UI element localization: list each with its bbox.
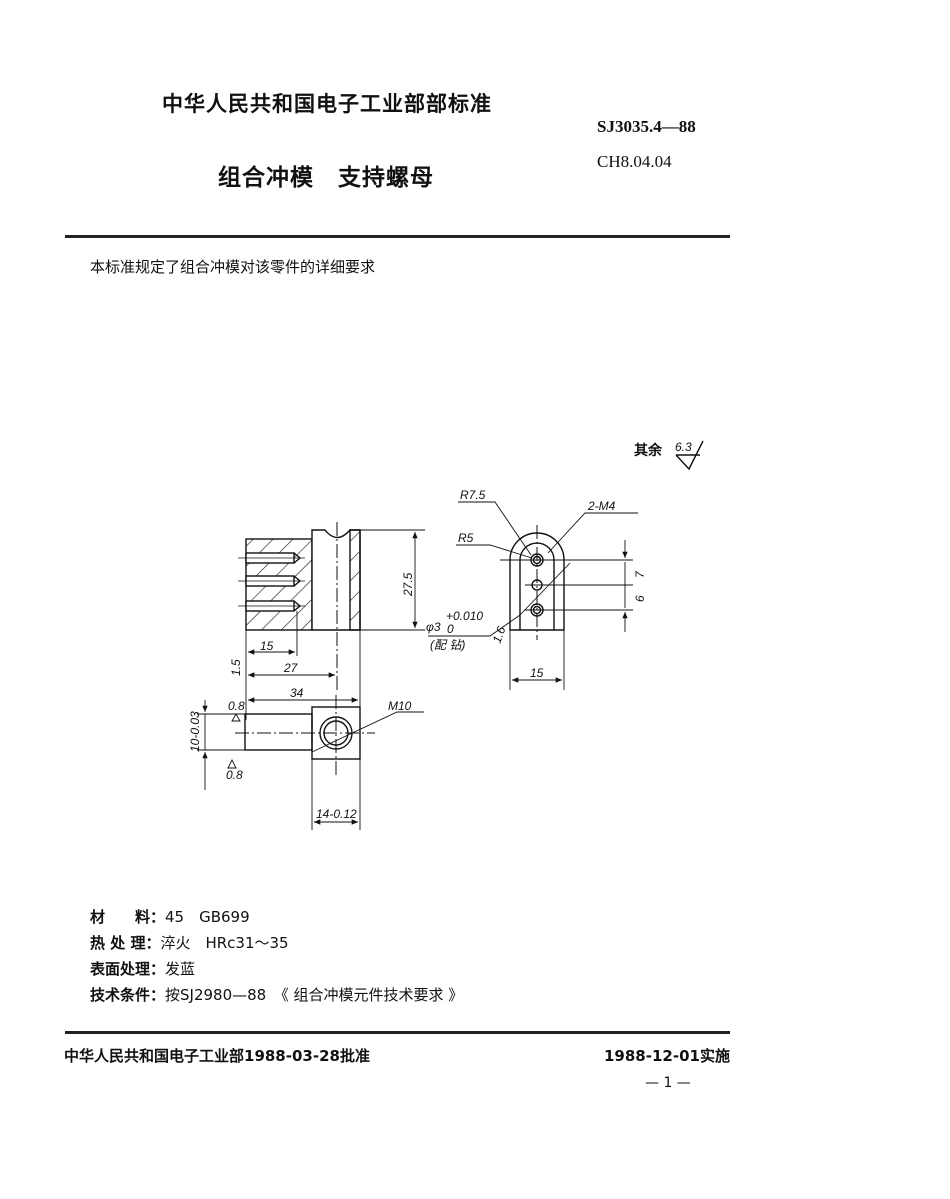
- label-m10: M10: [388, 699, 412, 713]
- spec-heat-treatment: 热 处 理：淬火 HRc31～35: [90, 934, 289, 952]
- hole-note: (配 钻): [430, 638, 465, 652]
- header-divider: [65, 235, 730, 238]
- issuing-organization: 中华人民共和国电子工业部部标准: [162, 92, 492, 116]
- spec-surface-treatment: 表面处理：发蓝: [90, 960, 196, 978]
- dim-diameter: 10-0.03: [188, 711, 202, 752]
- standard-code: SJ3035.4—88: [597, 117, 696, 136]
- dim-15: 15: [260, 639, 274, 653]
- approval-text: 中华人民共和国电子工业部1988-03-28批准: [64, 1047, 370, 1065]
- label-r7-5: R7.5: [460, 488, 486, 502]
- label-r5: R5: [458, 531, 474, 545]
- label-hole: φ3: [426, 620, 441, 634]
- dim-pitch-bottom: 6: [633, 595, 647, 602]
- dim-width-14: 14-0.12: [316, 807, 357, 821]
- intro-text: 本标准规定了组合冲模对该零件的详细要求: [90, 258, 376, 276]
- page-number: — 1 —: [645, 1075, 691, 1091]
- front-view: [238, 522, 425, 720]
- roughness-symbol-icon: [675, 440, 704, 471]
- dim-height: 27.5: [401, 572, 415, 597]
- spec-technical-conditions: 技术条件：按SJ2980—88 《 组合冲模元件技术要求 》: [90, 986, 464, 1004]
- classification-code: CH8.04.04: [597, 152, 672, 171]
- side-roughness: 1.6: [490, 624, 509, 645]
- label-2-m4: 2-M4: [587, 499, 616, 513]
- side-view: [428, 501, 638, 690]
- dim-27: 27: [283, 661, 299, 675]
- footer-divider: [65, 1031, 730, 1034]
- bottom-roughness: 0.8: [226, 768, 243, 782]
- hole-tol-lower: 0: [447, 622, 454, 636]
- dim-pitch-top: 7: [633, 570, 647, 578]
- roughness-note: 其余: [634, 440, 662, 460]
- roughness-value: 6.3: [675, 440, 692, 454]
- page-title: 组合冲模 支持螺母: [218, 165, 434, 191]
- spec-material: 材 料：45 GB699: [90, 908, 250, 926]
- top-view: [197, 695, 424, 830]
- top-roughness: 0.8: [228, 699, 245, 713]
- dim-34: 34: [290, 686, 304, 700]
- hole-tol-upper: +0.010: [446, 609, 483, 623]
- roughness-label: 其余: [634, 443, 662, 459]
- implementation-date: 1988-12-01实施: [604, 1047, 730, 1065]
- dim-chamfer: 1.5: [229, 659, 243, 676]
- dim-width-15: 15: [530, 666, 544, 680]
